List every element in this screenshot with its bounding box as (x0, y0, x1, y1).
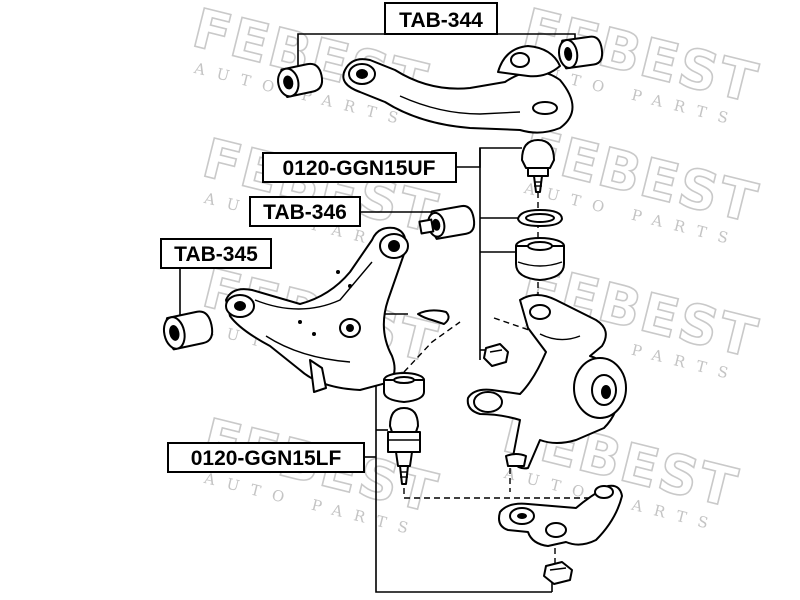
upper-snap-ring (517, 209, 563, 227)
callout-label: TAB-345 (174, 243, 258, 266)
upper-dust-boot (515, 237, 565, 281)
callout-0120-ggn15uf: 0120-GGN15UF (262, 152, 457, 183)
lower-control-arm (225, 226, 409, 393)
lower-castle-nut (543, 561, 573, 585)
callout-label: TAB-346 (263, 201, 347, 224)
upper-control-arm (342, 45, 574, 134)
callout-label: 0120-GGN15UF (283, 157, 436, 180)
steering-knuckle (466, 294, 627, 470)
callout-0120-ggn15lf: 0120-GGN15LF (167, 442, 365, 473)
tab-345-bushing (162, 310, 214, 351)
callout-label: TAB-344 (399, 9, 483, 32)
callout-tab-344: TAB-344 (384, 2, 498, 35)
lower-dust-boot (383, 372, 425, 403)
upper-arm-bushing-left (277, 62, 324, 99)
upper-ball-joint (521, 139, 555, 193)
callout-label: 0120-GGN15LF (191, 447, 342, 470)
upper-castle-nut (483, 343, 509, 367)
lower-ball-joint (387, 407, 421, 485)
lower-snap-ring (417, 309, 450, 325)
upper-arm-bushing-right (558, 35, 604, 70)
callout-tab-345: TAB-345 (160, 238, 272, 269)
callout-tab-346: TAB-346 (249, 196, 361, 227)
steering-arm (498, 484, 623, 547)
tab-346-bushing (418, 204, 476, 240)
